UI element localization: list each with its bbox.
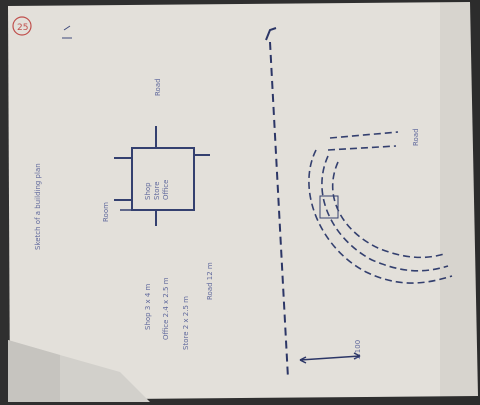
svg-text:1:100: 1:100 <box>354 340 362 360</box>
svg-text:Shop: Shop <box>144 182 152 200</box>
svg-text:Shop 3 x 4 m: Shop 3 x 4 m <box>144 283 152 330</box>
paper-sheet <box>8 2 478 400</box>
boundary-line <box>269 41 289 379</box>
svg-text:Road 12 m: Road 12 m <box>206 262 214 300</box>
svg-text:Store 2 x 2.5 m: Store 2 x 2.5 m <box>182 296 190 350</box>
svg-text:Room: Room <box>102 202 110 222</box>
scale-arrow <box>299 355 361 361</box>
building-plan <box>114 126 210 226</box>
svg-text:Road: Road <box>154 78 162 96</box>
road-curve <box>308 131 453 284</box>
svg-text:Office: Office <box>162 180 170 200</box>
title-handwriting: Sketch of a building plan <box>34 163 42 250</box>
svg-text:Road: Road <box>412 128 420 146</box>
svg-text:Sketch of a building plan: Sketch of a building plan <box>34 163 42 250</box>
page-stamp-circle <box>12 16 32 36</box>
page-stamp: 25 <box>17 23 28 33</box>
svg-text:Store: Store <box>153 181 161 200</box>
svg-text:Office 2.4 x 2.5 m: Office 2.4 x 2.5 m <box>162 277 170 340</box>
